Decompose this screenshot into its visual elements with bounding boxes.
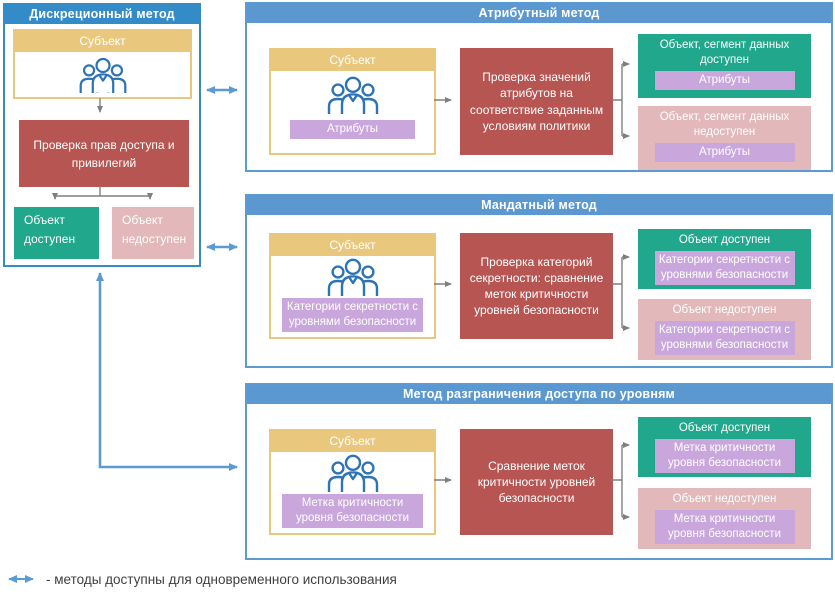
result-title: Объект доступен (678, 422, 771, 434)
access-check-box: Проверка прав доступа и привилегий (19, 120, 189, 187)
people-group-icon (271, 71, 434, 120)
subject-tag: Атрибуты (290, 119, 415, 139)
result-tag: Категории секретности с уровнями безопас… (654, 250, 795, 286)
panel-mandatory: Мандатный метод Субъект Категории секрет… (245, 194, 833, 368)
result-tag: Категории секретности с уровнями безопас… (654, 320, 795, 356)
result-tag: Метка критичности уровня безопасности (654, 438, 795, 474)
subject-title: Субъект (271, 235, 434, 256)
result-allowed-box: Объект доступен Метка критичности уровня… (638, 417, 811, 477)
result-denied-box: Объект, сегмент данных недоступен Атрибу… (638, 106, 811, 170)
simultaneous-use-arrow (96, 272, 238, 471)
subject-tag: Метка критичности уровня безопасности (282, 494, 423, 529)
result-title: Объект, сегмент данных доступен (659, 39, 790, 66)
legend-label: - методы доступны для одновременного исп… (46, 572, 397, 587)
result-tag: Атрибуты (654, 70, 795, 91)
result-allowed-box: Объект, сегмент данных доступен Атрибуты (638, 34, 811, 98)
subject-box: Субъект (13, 29, 192, 99)
subject-box: Субъект Категории секретности с уровнями… (269, 233, 436, 339)
result-denied-box: Объект недоступен (112, 207, 194, 259)
panel-discretionary: Дискреционный метод Субъект Проверка пра… (3, 3, 201, 267)
result-title: Объект недоступен (672, 493, 777, 505)
panel-title: Дискреционный метод (5, 5, 199, 24)
access-check-box: Проверка категорий секретности: сравнени… (460, 233, 613, 339)
access-check-box: Сравнение меток критичности уровней безо… (460, 429, 613, 535)
result-tag: Метка критичности уровня безопасности (654, 509, 795, 545)
subject-box: Субъект Атрибуты (269, 48, 436, 155)
people-group-icon (271, 452, 434, 494)
result-allowed-box: Объект доступен Категории секретности с … (638, 229, 811, 289)
panel-attribute: Атрибутный метод Субъект Атрибуты Провер… (245, 2, 833, 172)
people-group-icon (271, 256, 434, 298)
result-allowed-box: Объект доступен (14, 207, 99, 259)
panel-levels: Метод разграничения доступа по уровням С… (245, 383, 833, 560)
subject-box: Субъект Метка критичности уровня безопас… (269, 429, 436, 535)
result-title: Объект, сегмент данных недоступен (659, 111, 790, 138)
access-check-box: Проверка значений атрибутов на соответст… (460, 48, 613, 155)
result-denied-box: Объект недоступен Категории секретности … (638, 299, 811, 360)
panel-title: Мандатный метод (247, 196, 831, 215)
panel-title: Атрибутный метод (247, 4, 831, 23)
result-title: Объект доступен (678, 234, 771, 246)
result-title: Объект недоступен (672, 304, 777, 316)
result-denied-box: Объект недоступен Метка критичности уров… (638, 488, 811, 549)
subject-title: Субъект (15, 31, 190, 52)
result-tag: Атрибуты (654, 142, 795, 163)
people-group-icon (15, 52, 190, 97)
subject-title: Субъект (271, 431, 434, 452)
subject-title: Субъект (271, 50, 434, 71)
subject-tag: Категории секретности с уровнями безопас… (282, 298, 423, 333)
panel-title: Метод разграничения доступа по уровням (247, 385, 831, 404)
